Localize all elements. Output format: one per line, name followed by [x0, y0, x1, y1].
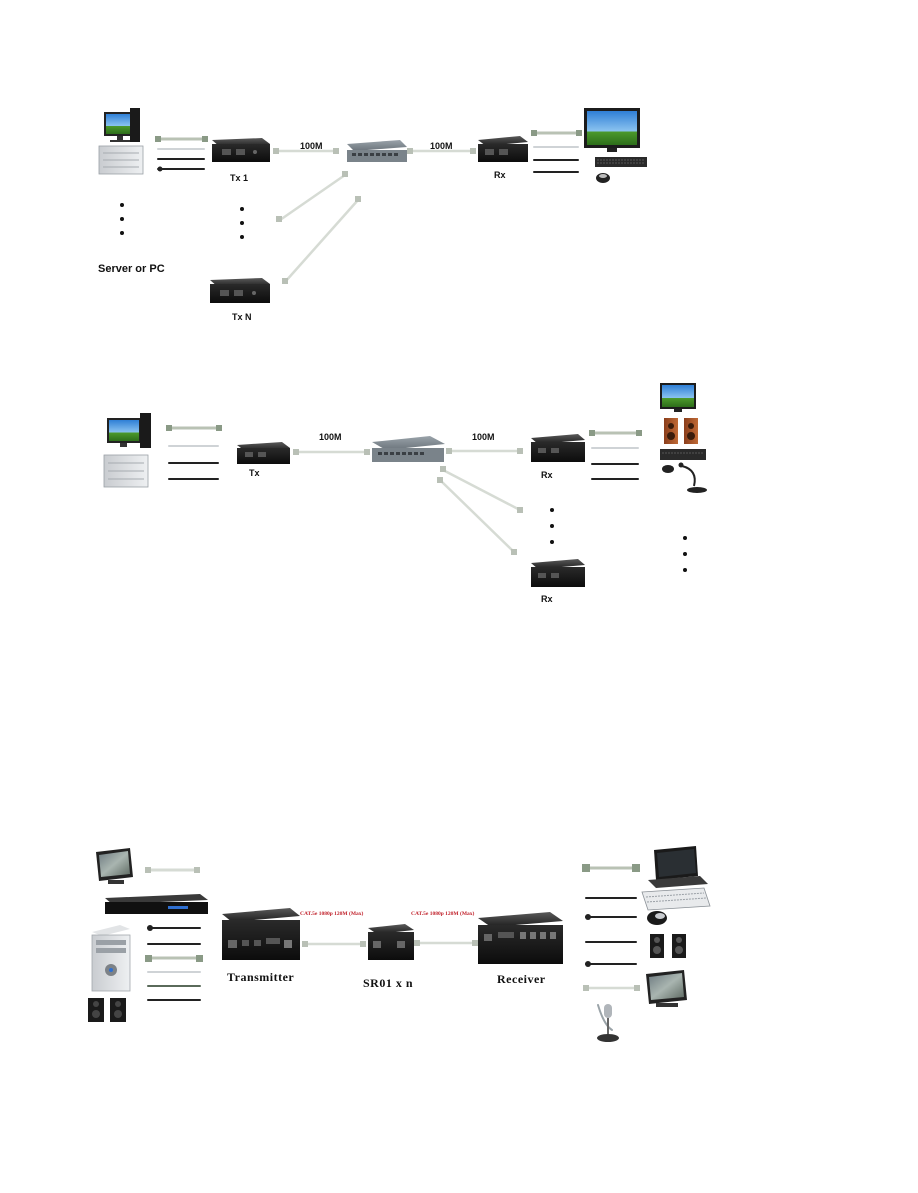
- keyboard-one: [595, 157, 647, 167]
- receiver-device: [478, 912, 563, 964]
- cable-right-label: CAT.5e 1080p 120M (Max): [411, 911, 475, 917]
- repeater-device: [368, 924, 414, 960]
- ellipsis-dot: [240, 221, 244, 225]
- network-switch-two: [372, 436, 445, 462]
- rx-top-device-two: [531, 434, 585, 462]
- ellipsis-dot: [120, 231, 124, 235]
- destination-monitor-three: [646, 970, 687, 1007]
- link-right-label: 100M: [430, 141, 453, 151]
- diagram-one: [98, 108, 647, 303]
- source-cables-three: [145, 867, 203, 1001]
- rx-bottom-label-two: Rx: [541, 594, 553, 604]
- source-label: Server or PC: [98, 263, 165, 275]
- network-switch-one: [347, 140, 407, 162]
- microphone-three: [597, 1004, 619, 1042]
- ellipsis-dot: [550, 524, 554, 528]
- ellipsis-dot: [240, 235, 244, 239]
- tx1-label: Tx 1: [230, 173, 249, 183]
- transmitter-device: [222, 908, 300, 960]
- rx-device: [478, 136, 528, 162]
- source-monitor-three: [96, 848, 133, 884]
- tx-label-two: Tx: [249, 468, 260, 478]
- ellipsis-dot: [683, 568, 687, 572]
- ellipsis-dot: [120, 217, 124, 221]
- diagram-two: [103, 383, 707, 587]
- source-server: [98, 145, 144, 175]
- transmitter-label: Transmitter: [227, 970, 295, 984]
- ellipsis-dot: [240, 207, 244, 211]
- destination-cables-one: [531, 130, 582, 173]
- cable-left-label: CAT.5e 1080p 120M (Max): [300, 911, 364, 917]
- diagram-three: [88, 846, 711, 1042]
- keyboard-three: [641, 887, 711, 911]
- mouse-two: [662, 465, 674, 473]
- ellipsis-dot: [683, 552, 687, 556]
- cat5-cables: [303, 941, 477, 946]
- ellipsis-dot: [550, 540, 554, 544]
- ellipsis-dot: [683, 536, 687, 540]
- network-cables-one: [275, 149, 474, 284]
- media-player-three: [105, 894, 208, 914]
- tx1-device: [212, 138, 270, 162]
- source-speakers-three: [88, 998, 126, 1022]
- rx-bottom-device-two: [531, 559, 585, 587]
- receiver-label: Receiver: [497, 972, 546, 986]
- destination-speakers-three: [650, 934, 686, 958]
- ellipsis-dot: [120, 203, 124, 207]
- source-monitor: [104, 108, 140, 142]
- destination-cables-three: [582, 864, 640, 1031]
- source-cables-two: [166, 425, 222, 480]
- mouse-one: [596, 173, 610, 183]
- source-cables: [155, 136, 208, 172]
- txn-device: [210, 278, 270, 303]
- link-left-label: 100M: [300, 141, 323, 151]
- mouse-three: [647, 911, 667, 925]
- source-tower-three: [91, 925, 131, 992]
- ellipsis-dot: [550, 508, 554, 512]
- source-server-two: [103, 454, 149, 488]
- keyboard-two: [660, 449, 706, 460]
- network-cables-two: [294, 449, 522, 554]
- microphone-two: [678, 462, 707, 493]
- rx-label: Rx: [494, 170, 506, 180]
- link-right-label-two: 100M: [472, 432, 495, 442]
- source-monitor-two: [107, 413, 151, 448]
- rx-top-label-two: Rx: [541, 470, 553, 480]
- link-left-label-two: 100M: [319, 432, 342, 442]
- txn-label: Tx N: [232, 312, 252, 322]
- repeater-label: SR01 x n: [363, 976, 414, 990]
- speakers-two: [664, 418, 698, 444]
- laptop-three: [648, 846, 708, 888]
- destination-cables-two: [589, 430, 642, 480]
- tx-device-two: [237, 442, 290, 464]
- destination-monitor-one: [584, 108, 640, 152]
- destination-monitor-two: [660, 383, 696, 412]
